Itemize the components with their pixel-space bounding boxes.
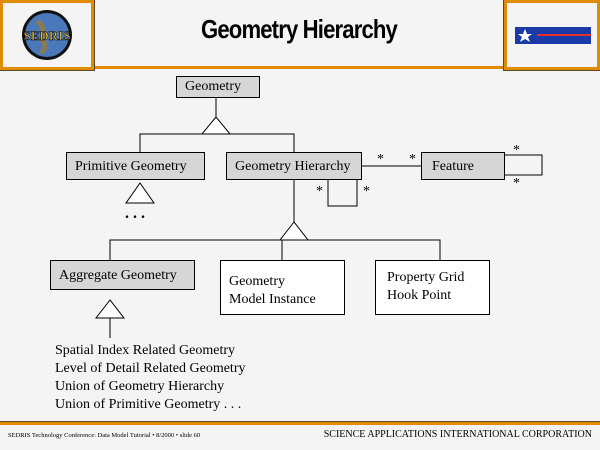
geometry-model-instance-class: Geometry Model Instance [220,260,345,315]
sedris-logo: SEDRIS [22,10,72,60]
geometry-class: Geometry [176,76,260,98]
dmso-logo-box [503,0,600,71]
primitive-geometry-class: Primitive Geometry [66,152,205,180]
footer-left: SEDRIS Technology Conference: Data Model… [8,432,201,439]
multiplicity-star: * [316,184,323,199]
dmso-logo [515,27,591,44]
list-item: Union of Primitive Geometry . . . [55,397,242,412]
class-label: Geometry [185,79,241,94]
list-item: Spatial Index Related Geometry [55,343,235,358]
class-label: Feature [432,159,474,174]
multiplicity-star: * [409,152,416,167]
class-label: Hook Point [387,288,452,303]
ellipsis: . . . [125,205,145,222]
class-label: Model Instance [229,292,316,307]
multiplicity-star: * [363,184,370,199]
page-title: Geometry Hierarchy [201,14,398,44]
title-band [95,0,503,69]
diagram-connectors [94,98,543,338]
svg-text:SEDRIS: SEDRIS [24,28,71,43]
footer-divider [0,421,600,425]
aggregate-subclass-list: Spatial Index Related Geometry Level of … [55,342,245,414]
list-item: Level of Detail Related Geometry [55,361,246,376]
aggregate-geometry-class: Aggregate Geometry [50,260,195,290]
geometry-hierarchy-class: Geometry Hierarchy [226,152,362,180]
feature-class: Feature [421,152,505,180]
footer-right: SCIENCE APPLICATIONS INTERNATIONAL CORPO… [323,429,592,440]
class-label: Property Grid [387,270,465,285]
sedris-logo-box: SEDRIS [0,0,95,71]
multiplicity-star: * [513,176,520,191]
class-label: Primitive Geometry [75,159,187,174]
property-grid-hook-point-class: Property Grid Hook Point [375,260,490,315]
class-label: Aggregate Geometry [59,268,177,283]
list-item: Union of Geometry Hierarchy [55,379,225,394]
class-label: Geometry Hierarchy [235,159,351,174]
class-label: Geometry [229,274,285,289]
multiplicity-star: * [377,152,384,167]
multiplicity-star: * [513,143,520,158]
